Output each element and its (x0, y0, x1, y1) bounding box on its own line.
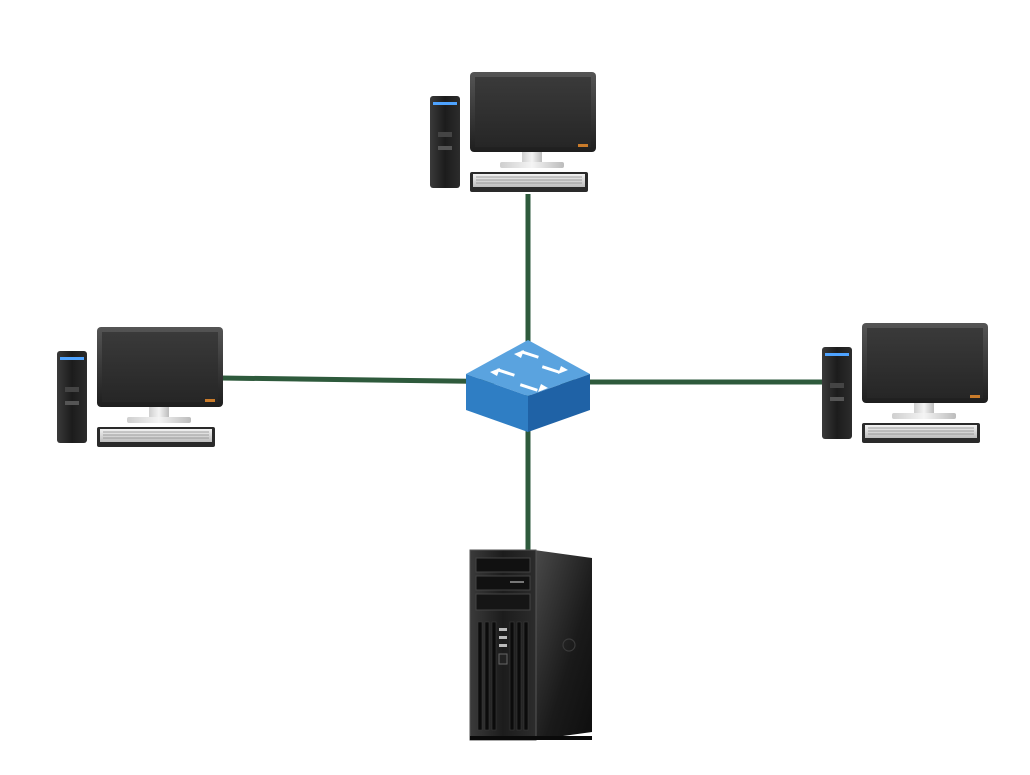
desktop-computer-icon (430, 72, 596, 192)
server-tower[interactable] (469, 549, 592, 741)
workstation-right[interactable] (822, 323, 988, 443)
desktop-computer-icon (822, 323, 988, 443)
server-tower-icon (469, 549, 592, 741)
network-switch[interactable] (466, 340, 590, 432)
workstation-top[interactable] (430, 72, 596, 192)
desktop-computer-icon (57, 327, 223, 447)
workstation-left[interactable] (57, 327, 223, 447)
network-switch-icon (466, 340, 590, 432)
